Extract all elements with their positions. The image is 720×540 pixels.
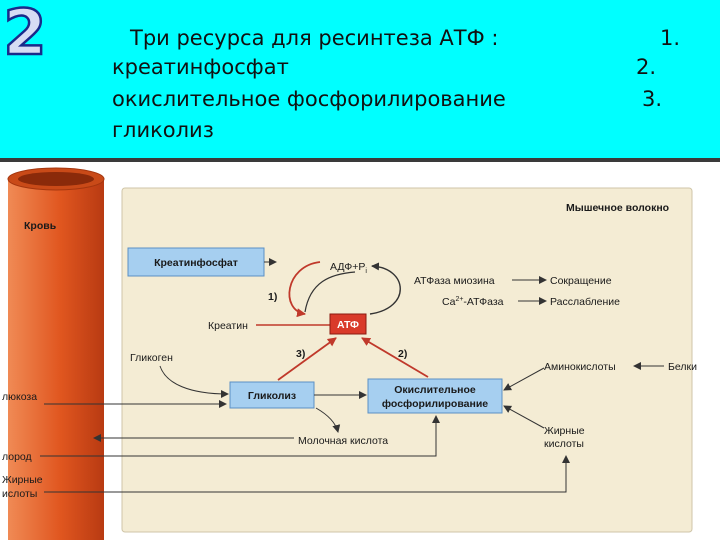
lactate-arrow bbox=[315, 407, 341, 433]
cycle-left-arrow bbox=[288, 261, 321, 318]
glycolysis-atp-arrow bbox=[277, 337, 337, 381]
fatty-left-1: Жирные bbox=[2, 474, 43, 486]
contraction: Сокращение bbox=[550, 275, 612, 287]
adp-label: АДФ+Рi bbox=[330, 261, 367, 275]
number-3: 3. bbox=[642, 87, 663, 111]
amino-acids: Аминокислоты bbox=[544, 361, 616, 373]
fatty-acids-1: Жирные bbox=[544, 425, 585, 437]
cycle-inner-arc bbox=[304, 271, 356, 313]
proteins: Белки bbox=[668, 361, 697, 373]
header-divider bbox=[0, 158, 720, 162]
atp-box bbox=[329, 313, 367, 335]
glucose: люкоза bbox=[2, 391, 37, 403]
oxphos-line2: фосфорилирование bbox=[382, 398, 488, 410]
creatine-label: Креатин bbox=[208, 320, 248, 332]
blood-label: Кровь bbox=[24, 220, 57, 232]
path-2: 2) bbox=[398, 348, 407, 360]
lactic-acid: Молочная кислота bbox=[298, 435, 388, 447]
oxphos-box bbox=[367, 378, 503, 414]
creatine-phosphate-box bbox=[127, 247, 265, 277]
glycolysis: Гликолиз bbox=[248, 390, 296, 402]
slide-number-badge: 2 bbox=[2, 2, 48, 62]
atp-label: АТФ bbox=[337, 319, 359, 331]
path-3: 3) bbox=[296, 348, 305, 360]
muscle-fiber-panel bbox=[121, 187, 693, 533]
fiber-label: Мышечное волокно bbox=[566, 202, 669, 214]
atp-resynthesis-figure: Мышечное волокно Кровь Креатинфосфат АДФ… bbox=[0, 162, 720, 540]
fatty-left-2: ислоты bbox=[2, 488, 37, 500]
myosin-atpase: АТФаза миозина bbox=[414, 275, 495, 287]
blood-vessel bbox=[7, 167, 105, 540]
relaxation: Расслабление bbox=[550, 296, 620, 308]
resource-1: креатинфосфат bbox=[112, 55, 289, 79]
fatty-oxphos-arrow bbox=[503, 405, 545, 429]
atp-diagram: Мышечное волокно Кровь Креатинфосфат АДФ… bbox=[2, 167, 697, 540]
oxygen-arrow bbox=[40, 415, 440, 457]
creatine-phosphate: Креатинфосфат bbox=[154, 257, 238, 269]
oxphos-line1: Окислительное bbox=[394, 384, 476, 396]
fatty-acid-arrow bbox=[44, 455, 570, 493]
glycogen: Гликоген bbox=[130, 352, 173, 364]
glycogen-arrow bbox=[159, 365, 229, 398]
title-line: Три ресурса для ресинтеза АТФ : bbox=[130, 26, 499, 50]
slide-number: 2 bbox=[3, 2, 46, 62]
amino-arrow bbox=[503, 367, 545, 391]
number-1: 1. bbox=[660, 26, 681, 50]
resource-2: окислительное фосфорилирование bbox=[112, 87, 506, 111]
header-banner: 2 Три ресурса для ресинтеза АТФ : креати… bbox=[0, 0, 720, 160]
oxphos-atp-arrow bbox=[361, 337, 429, 378]
ca-atpase: Ca2+-АТФаза bbox=[442, 296, 504, 308]
path-1: 1) bbox=[268, 291, 277, 303]
fatty-acids-2: кислоты bbox=[544, 438, 584, 450]
cycle-right-arrow bbox=[369, 262, 401, 315]
resource-3: гликолиз bbox=[112, 118, 214, 142]
number-2: 2. bbox=[636, 55, 657, 79]
oxygen: лород bbox=[2, 451, 32, 463]
